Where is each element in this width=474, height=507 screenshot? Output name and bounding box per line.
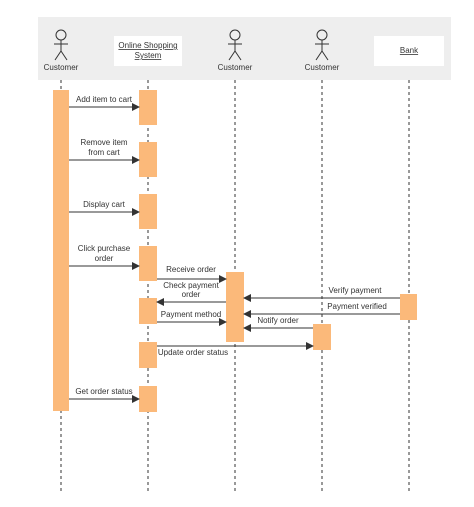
participant-label-online-shopping-system-line-1: Online Shopping bbox=[118, 41, 177, 50]
participant-label-online-shopping-system-line-2: System bbox=[135, 51, 162, 60]
activation-system-2 bbox=[139, 142, 157, 177]
participant-label-customer-3: Customer bbox=[305, 63, 340, 72]
message-label-display-cart: Display cart bbox=[83, 200, 126, 209]
activation-system-6 bbox=[139, 342, 157, 368]
participant-label-customer-2: Customer bbox=[218, 63, 253, 72]
message-label-add-item-to-cart: Add item to cart bbox=[76, 95, 133, 104]
message-label-notify-order: Notify order bbox=[257, 316, 299, 325]
activation-system-1 bbox=[139, 90, 157, 125]
participant-box-bank bbox=[374, 36, 444, 66]
message-label-remove-item-line-1: Remove item bbox=[80, 138, 127, 147]
activation-bank bbox=[400, 294, 417, 320]
actor-leg-left-icon bbox=[315, 50, 323, 61]
activation-system-7 bbox=[139, 386, 157, 412]
participant-customer-1 bbox=[54, 29, 68, 61]
actor-leg-left-icon bbox=[54, 50, 62, 61]
message-label-click-purchase-line-2: order bbox=[95, 254, 114, 263]
participant-label-bank: Bank bbox=[400, 46, 419, 55]
participant-customer-2 bbox=[228, 29, 242, 61]
activation-system-5 bbox=[139, 298, 157, 324]
message-label-update-order-status: Update order status bbox=[158, 348, 228, 357]
participant-box-online-shopping-system bbox=[114, 36, 182, 66]
activation-customer-1 bbox=[53, 90, 69, 411]
participant-label-customer-1: Customer bbox=[44, 63, 79, 72]
activation-system-4 bbox=[139, 246, 157, 281]
actor-leg-right-icon bbox=[60, 50, 68, 61]
messages bbox=[69, 103, 400, 403]
message-label-check-payment-line-1: Check payment bbox=[163, 281, 219, 290]
actor-leg-left-icon bbox=[228, 50, 236, 61]
message-label-check-payment-line-2: order bbox=[182, 290, 201, 299]
activation-customer-2 bbox=[226, 272, 244, 342]
message-label-payment-verified: Payment verified bbox=[327, 302, 387, 311]
message-label-payment-method: Payment method bbox=[161, 310, 221, 319]
actor-leg-right-icon bbox=[321, 50, 329, 61]
message-label-remove-item-line-2: from cart bbox=[88, 148, 120, 157]
message-label-verify-payment: Verify payment bbox=[329, 286, 383, 295]
activation-system-3 bbox=[139, 194, 157, 229]
message-label-get-order-status: Get order status bbox=[75, 387, 132, 396]
activation-customer-3 bbox=[313, 324, 331, 350]
message-label-click-purchase-line-1: Click purchase bbox=[78, 244, 131, 253]
activation-bars bbox=[53, 90, 417, 412]
message-label-receive-order: Receive order bbox=[166, 265, 216, 274]
actor-leg-right-icon bbox=[234, 50, 242, 61]
participant-customer-3 bbox=[315, 29, 329, 61]
